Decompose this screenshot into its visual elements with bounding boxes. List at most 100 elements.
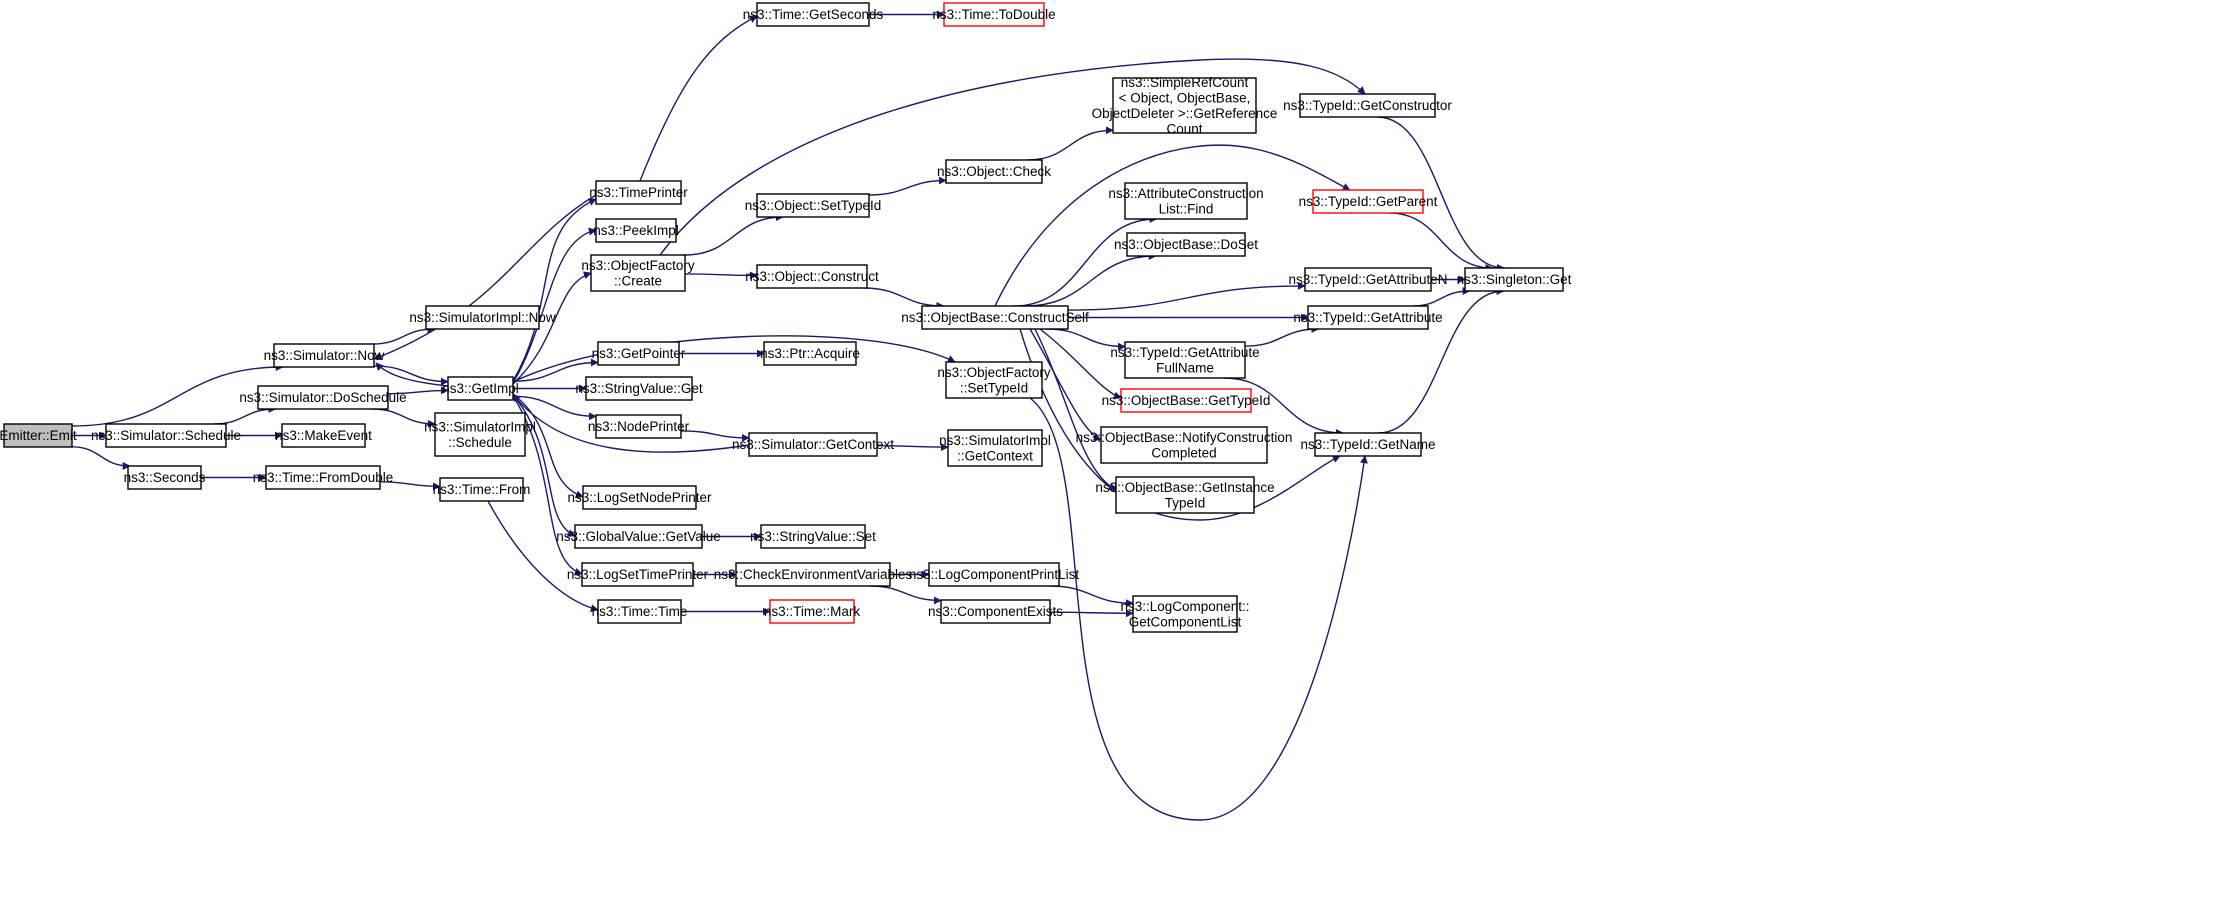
edge-timeprinter-to-sim_now bbox=[373, 194, 597, 361]
node-label: ns3::Object::Construct bbox=[745, 269, 879, 284]
node-ob-gettypeid[interactable]: ns3::ObjectBase::GetTypeId bbox=[1102, 388, 1271, 413]
node-getpointer[interactable]: ns3::GetPointer bbox=[592, 341, 686, 366]
node-box bbox=[1312, 189, 1424, 214]
node-label: ns3::TimePrinter bbox=[589, 185, 688, 200]
node-label: ns3::TypeId::GetAttribute bbox=[1110, 345, 1259, 360]
node-label: ns3::Simulator::GetContext bbox=[732, 437, 894, 452]
node-label: ns3::AttributeConstruction bbox=[1108, 186, 1263, 201]
node-box bbox=[763, 341, 857, 366]
edge-getimpl-to-logsetnodeprinter bbox=[512, 393, 584, 499]
node-label: ns3::GetImpl bbox=[442, 381, 519, 396]
node-label: Emitter::Emit bbox=[0, 428, 77, 443]
node-of-create[interactable]: ns3::ObjectFactory::Create bbox=[581, 254, 695, 292]
node-time-todouble[interactable]: ns3::Time::ToDouble bbox=[932, 2, 1056, 27]
node-box bbox=[1124, 182, 1248, 220]
node-tid-getattribute[interactable]: ns3::TypeId::GetAttribute bbox=[1293, 305, 1443, 330]
node-logcomp-getlist[interactable]: ns3::LogComponent::GetComponentList bbox=[1120, 595, 1250, 633]
node-label: ns3::LogSetNodePrinter bbox=[567, 490, 712, 505]
node-box bbox=[769, 599, 855, 624]
node-label: ns3::CheckEnvironmentVariables bbox=[714, 567, 913, 582]
edge-ob_constructself-to-tid_getname bbox=[1019, 328, 1341, 521]
node-ptr-acquire[interactable]: ns3::Ptr::Acquire bbox=[760, 341, 860, 366]
node-box bbox=[760, 524, 866, 549]
edge-tid_getattribute-to-singleton_get bbox=[1412, 287, 1471, 307]
node-tid-getconstructor[interactable]: ns3::TypeId::GetConstructor bbox=[1283, 93, 1452, 118]
node-label: ns3::StringValue::Set bbox=[750, 529, 876, 544]
node-logsettimeprinter[interactable]: ns3::LogSetTimePrinter bbox=[567, 562, 709, 587]
node-singleton-get[interactable]: ns3::Singleton::Get bbox=[1457, 267, 1572, 292]
node-time-fromdouble[interactable]: ns3::Time::FromDouble bbox=[253, 465, 394, 490]
node-timeprinter[interactable]: ns3::TimePrinter bbox=[589, 180, 688, 205]
node-label: ns3::TypeId::GetConstructor bbox=[1283, 98, 1452, 113]
node-box bbox=[3, 423, 73, 448]
node-of-settypeid[interactable]: ns3::ObjectFactory::SetTypeId bbox=[937, 361, 1051, 399]
node-makeevent[interactable]: ns3::MakeEvent bbox=[275, 423, 372, 448]
node-box bbox=[1124, 341, 1246, 379]
node-simimpl-schedule[interactable]: ns3::SimulatorImpl::Schedule bbox=[424, 412, 536, 457]
node-nodeprinter[interactable]: ns3::NodePrinter bbox=[588, 414, 690, 439]
node-ob-notify[interactable]: ns3::ObjectBase::NotifyConstructionCompl… bbox=[1076, 426, 1293, 464]
node-stringvalue-get[interactable]: ns3::StringValue::Get bbox=[575, 376, 703, 401]
node-emit[interactable]: Emitter::Emit bbox=[0, 423, 77, 448]
node-label: ns3::Object::SetTypeId bbox=[745, 198, 882, 213]
edge-sim_now-to-simimpl_now bbox=[371, 325, 436, 345]
node-label: ns3::Time::ToDouble bbox=[932, 7, 1055, 22]
node-ob-constructself[interactable]: ns3::ObjectBase::ConstructSelf bbox=[901, 305, 1089, 330]
node-peekimpl[interactable]: ns3::PeekImpl bbox=[593, 218, 679, 243]
node-tid-getname[interactable]: ns3::TypeId::GetName bbox=[1300, 432, 1436, 457]
node-obj-check[interactable]: ns3::Object::Check bbox=[937, 159, 1051, 184]
edge-getimpl-to-logsettimeprinter bbox=[512, 395, 583, 576]
node-box bbox=[1120, 388, 1252, 413]
node-srefcount[interactable]: ns3::SimpleRefCount< Object, ObjectBase,… bbox=[1092, 75, 1278, 137]
node-box bbox=[1304, 267, 1432, 292]
node-box bbox=[597, 341, 680, 366]
node-sim-now[interactable]: ns3::Simulator::Now bbox=[264, 343, 385, 368]
node-logcomp-printlist[interactable]: ns3::LogComponentPrintList bbox=[909, 562, 1080, 587]
node-box bbox=[1132, 595, 1238, 633]
node-box bbox=[595, 414, 682, 439]
edge-logcomp_printlist-to-logcomp_getlist bbox=[1049, 585, 1134, 608]
node-time-mark[interactable]: ns3::Time::Mark bbox=[764, 599, 861, 624]
node-label: ns3::Ptr::Acquire bbox=[760, 346, 860, 361]
node-getimpl[interactable]: ns3::GetImpl bbox=[442, 376, 519, 401]
node-box bbox=[582, 485, 697, 510]
node-seconds[interactable]: ns3::Seconds bbox=[124, 465, 206, 490]
node-checkenv[interactable]: ns3::CheckEnvironmentVariables bbox=[714, 562, 913, 587]
edge-sim_getcontext-to-getimpl bbox=[512, 393, 750, 453]
node-sim-doschedule[interactable]: ns3::Simulator::DoSchedule bbox=[239, 385, 407, 410]
node-ob-doset[interactable]: ns3::ObjectBase::DoSet bbox=[1114, 232, 1258, 257]
node-time-getseconds[interactable]: ns3::Time::GetSeconds bbox=[743, 2, 884, 27]
node-label: List::Find bbox=[1159, 201, 1214, 216]
node-componentexists[interactable]: ns3::ComponentExists bbox=[928, 599, 1063, 624]
node-label: ns3::ObjectBase::DoSet bbox=[1114, 237, 1258, 252]
node-logsetnodeprinter[interactable]: ns3::LogSetNodePrinter bbox=[567, 485, 712, 510]
nodes-layer: Emitter::Emitns3::Simulator::Nowns3::Sim… bbox=[0, 2, 1572, 633]
node-obj-settypeid[interactable]: ns3::Object::SetTypeId bbox=[745, 193, 882, 218]
node-box bbox=[921, 305, 1069, 330]
node-label: ::Schedule bbox=[448, 435, 512, 450]
node-label: ns3::ObjectFactory bbox=[937, 365, 1051, 380]
node-time-from[interactable]: ns3::Time::From bbox=[433, 477, 531, 502]
node-obj-construct[interactable]: ns3::Object::Construct bbox=[745, 264, 879, 289]
node-tid-getattributen[interactable]: ns3::TypeId::GetAttributeN bbox=[1288, 267, 1448, 292]
node-sim-schedule[interactable]: ns3::Simulator::Schedule bbox=[91, 423, 241, 448]
edge-of_create-to-obj_construct bbox=[684, 271, 758, 280]
edge-obj_check-to-srefcount bbox=[1027, 126, 1114, 161]
node-tid-getparent[interactable]: ns3::TypeId::GetParent bbox=[1299, 189, 1438, 214]
node-label: < Object, ObjectBase, bbox=[1119, 90, 1251, 105]
node-box bbox=[425, 305, 540, 330]
node-stringvalue-set[interactable]: ns3::StringValue::Set bbox=[750, 524, 876, 549]
node-box bbox=[748, 432, 878, 457]
node-simimpl-now[interactable]: ns3::SimulatorImpl::Now bbox=[409, 305, 556, 330]
node-label: ns3::LogComponent:: bbox=[1120, 599, 1249, 614]
edge-sim_now-to-getimpl bbox=[373, 365, 449, 386]
node-simimpl-getcontext[interactable]: ns3::SimulatorImpl::GetContext bbox=[939, 429, 1051, 467]
node-label: ns3::Object::Check bbox=[937, 164, 1051, 179]
node-gv-getvalue[interactable]: ns3::GlobalValue::GetValue bbox=[556, 524, 721, 549]
node-sim-getcontext[interactable]: ns3::Simulator::GetContext bbox=[732, 432, 894, 457]
node-time-time[interactable]: ns3::Time::Time bbox=[592, 599, 688, 624]
